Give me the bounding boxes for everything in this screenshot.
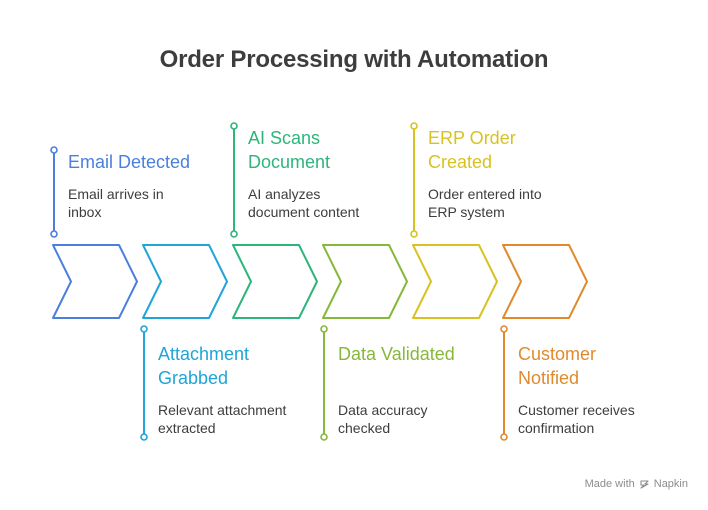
step-title-ai-scans-document: AI Scans Document [248, 128, 331, 172]
connector-dot-customer-notified-start [500, 325, 508, 333]
chevron-email-detected [52, 244, 138, 319]
connector-dot-data-validated-end [320, 433, 328, 441]
connector-dot-data-validated-start [320, 325, 328, 333]
step-description-customer-notified: Customer receives confirmation [518, 402, 635, 436]
connector-dot-email-detected-end [50, 230, 58, 238]
napkin-brand: Napkin [653, 478, 688, 490]
connector-dot-attachment-grabbed-end [140, 433, 148, 441]
chevron-erp-order-created [412, 244, 498, 319]
step-title-email-detected: Email Detected [68, 152, 191, 172]
made-with-label: Made with [584, 478, 635, 490]
connector-dot-erp-order-created-end [410, 230, 418, 238]
step-description-data-validated: Data accuracy checked [338, 402, 428, 436]
step-title-erp-order-created: ERP Order Created [428, 128, 516, 172]
step-title-customer-notified: Customer Notified [518, 344, 597, 388]
diagram-title: Order Processing with Automation [159, 46, 549, 73]
connector-dot-customer-notified-end [500, 433, 508, 441]
connector-dot-erp-order-created-start [410, 122, 418, 130]
made-with-napkin: Made with Napkin [585, 478, 688, 490]
step-title-data-validated: Data Validated [338, 344, 455, 364]
napkin-logo-icon [640, 479, 649, 489]
connector-dot-ai-scans-document-end [230, 230, 238, 238]
step-description-email-detected: Email arrives in inbox [68, 186, 164, 220]
connector-dot-attachment-grabbed-start [140, 325, 148, 333]
chevron-data-validated [322, 244, 408, 319]
step-description-erp-order-created: Order entered into ERP system [428, 186, 542, 220]
chevron-attachment-grabbed [142, 244, 228, 319]
step-description-ai-scans-document: AI analyzes document content [248, 186, 360, 220]
connector-dot-email-detected-start [50, 146, 58, 154]
step-description-attachment-grabbed: Relevant attachment extracted [158, 402, 287, 436]
chevron-ai-scans-document [232, 244, 318, 319]
connector-dot-ai-scans-document-start [230, 122, 238, 130]
chevron-customer-notified [502, 244, 588, 319]
step-title-attachment-grabbed: Attachment Grabbed [158, 344, 250, 388]
